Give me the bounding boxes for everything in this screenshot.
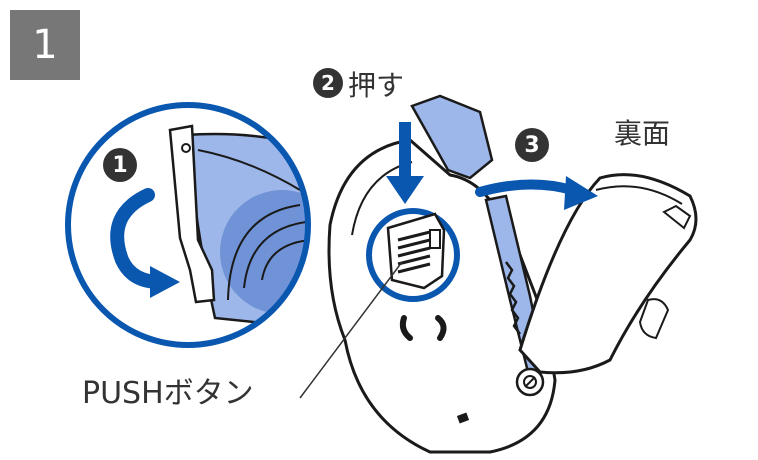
callout-step-3: 3 — [515, 128, 549, 162]
push-button-label: PUSHボタン — [82, 376, 254, 411]
callout-step-2: 2 — [313, 68, 343, 98]
press-label: 押す — [348, 69, 405, 102]
detail-circle — [65, 102, 311, 348]
back-cover — [518, 173, 698, 375]
push-button-circle — [299, 208, 460, 399]
back-side-label: 裏面 — [614, 117, 671, 150]
step-number-badge: 1 — [10, 10, 80, 80]
press-arrow — [386, 122, 424, 204]
open-arrow — [475, 176, 598, 210]
callout-step-1: 1 — [103, 148, 137, 182]
